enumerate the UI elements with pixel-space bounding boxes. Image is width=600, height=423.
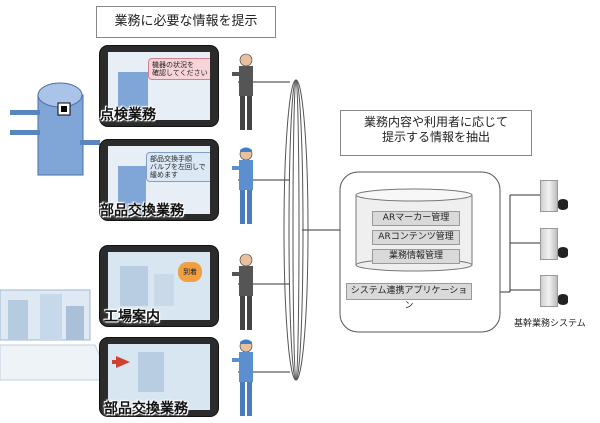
bubble-line: 機器の状況を (152, 61, 194, 69)
tablet-parts-replacement: 部品交換手順 バルブを左回しで 緩めます (100, 140, 218, 220)
disk-icon (558, 247, 568, 258)
tablet-screen: 機器の状況を 確認してください (108, 52, 210, 120)
tablet-factory-guide: 到着 (100, 246, 218, 326)
worker-icon (232, 339, 253, 416)
bubble-line: 部品交換手順 (150, 155, 192, 163)
worker-icon (232, 253, 253, 330)
layer-ar-content: ARコンテンツ管理 (372, 230, 460, 245)
tablet-bubble: 部品交換手順 バルブを左回しで 緩めます (146, 152, 210, 182)
tablet-label: 点検業務 (100, 107, 156, 123)
worker-icon (232, 147, 253, 224)
arrow-icon (116, 356, 130, 368)
right-callout-line-2: 提示する情報を抽出 (381, 130, 490, 144)
worker-icon (232, 53, 253, 130)
tablet-label: 部品交換業務 (100, 203, 184, 219)
server-icon (540, 180, 558, 212)
core-system-label: 基幹業務システム (514, 319, 586, 329)
layer-ar-marker: ARマーカー管理 (372, 211, 460, 226)
tablet-bubble: 到着 (178, 262, 202, 282)
bubble-line: 到着 (183, 268, 197, 276)
tablet-screen: 到着 (108, 252, 210, 320)
bubble-line: 確認してください (152, 69, 208, 77)
tablet-screen: 部品交換手順 バルブを左回しで 緩めます (108, 146, 210, 214)
disk-icon (558, 199, 568, 210)
network-hub (283, 79, 309, 381)
tablet-label: 工場案内 (104, 309, 160, 325)
tablet-bubble: 機器の状況を 確認してください (148, 58, 210, 80)
system-integration-app: システム連携アプリケーション (346, 283, 472, 311)
tablet-label: 部品交換業務 (104, 401, 188, 417)
tablet-parts-replacement-2 (100, 338, 218, 416)
server-icon (540, 228, 558, 260)
bubble-line: バルブを左回しで (150, 163, 206, 171)
right-callout: 業務内容や利用者に応じて 提示する情報を抽出 (340, 110, 532, 156)
disk-icon (558, 294, 568, 305)
header-callout-text: 業務に必要な情報を提示 (114, 14, 258, 29)
equipment-tank-icon (10, 82, 100, 176)
tablet-screen (108, 344, 210, 410)
factory-building-icon (0, 289, 111, 381)
layer-business-info: 業務情報管理 (372, 249, 460, 264)
header-callout: 業務に必要な情報を提示 (96, 6, 276, 38)
tablet-inspection: 機器の状況を 確認してください (100, 46, 218, 126)
right-callout-line-1: 業務内容や利用者に応じて (363, 115, 508, 129)
server-icon (540, 275, 558, 307)
bubble-line: 緩めます (150, 171, 178, 179)
